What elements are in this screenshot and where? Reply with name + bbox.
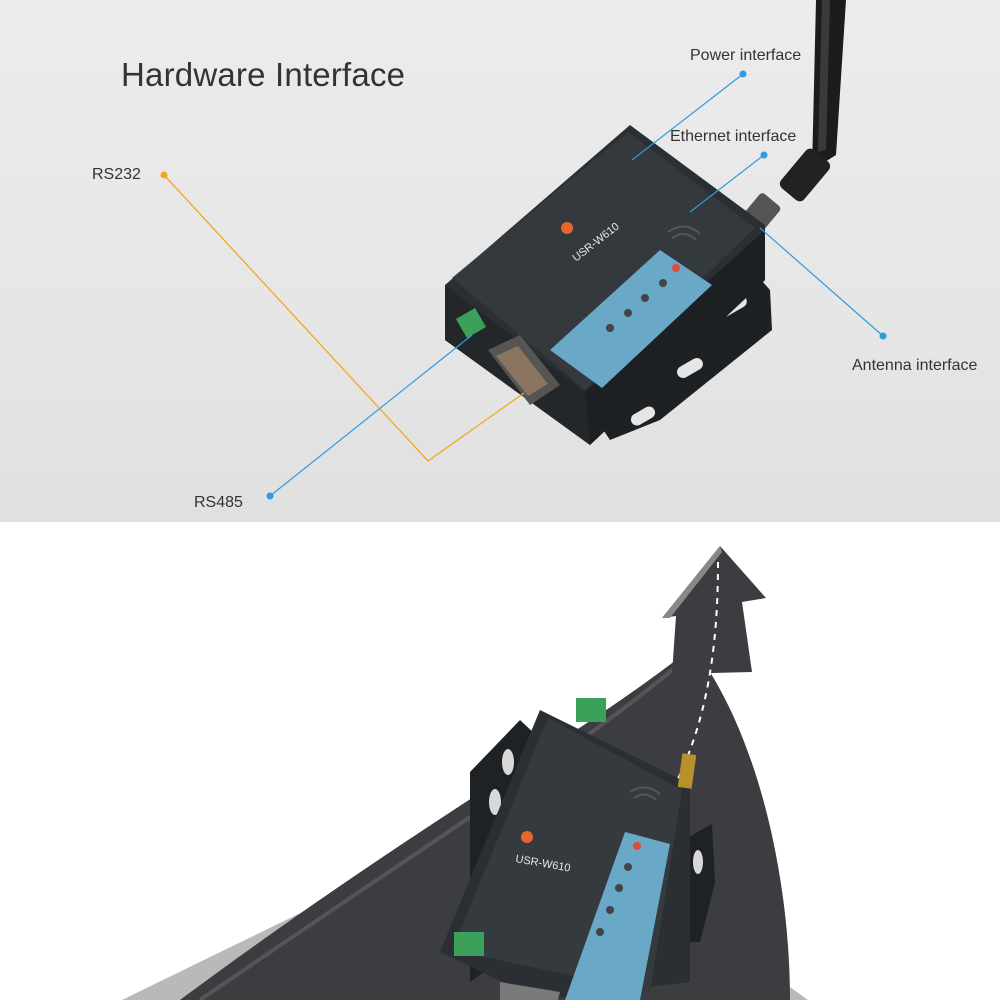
ethernet-interface-label: Ethernet interface — [670, 128, 797, 145]
power-leader — [631, 70, 747, 161]
device-body: USR-W610 — [445, 125, 765, 445]
antenna-leader — [759, 227, 887, 340]
rs485-leader — [266, 334, 473, 500]
device-body-2: USR-W610 — [440, 710, 690, 1000]
ethernet-leader — [689, 151, 768, 213]
rs485-label: RS485 — [194, 494, 243, 511]
antenna-interface-label: Antenna interface — [852, 357, 978, 374]
hardware-interface-panel: USR-W610 Har — [0, 0, 1000, 522]
terminal-block — [455, 307, 487, 339]
terminal-block-bottom — [454, 932, 484, 956]
hardware-device-illustration: USR-W610 — [160, 0, 887, 500]
power-interface-label: Power interface — [690, 47, 802, 64]
db9-serial-connector — [488, 335, 560, 405]
terminal-block-top — [576, 698, 606, 722]
db9-serial-connector-2 — [500, 982, 560, 1000]
antenna — [741, 0, 846, 233]
rs232-leader — [160, 171, 525, 462]
road-arrow-panel: USR-W610 — [0, 522, 1000, 1000]
logo-icon — [521, 831, 533, 843]
led-panel — [565, 832, 670, 1000]
wifi-icon — [629, 786, 661, 795]
arrow-head — [662, 546, 766, 674]
road-arrow-illustration: USR-W610 — [0, 546, 1000, 1000]
rs232-label: RS232 — [92, 166, 141, 183]
antenna-icon — [677, 753, 697, 789]
section-title: Hardware Interface — [121, 56, 406, 93]
